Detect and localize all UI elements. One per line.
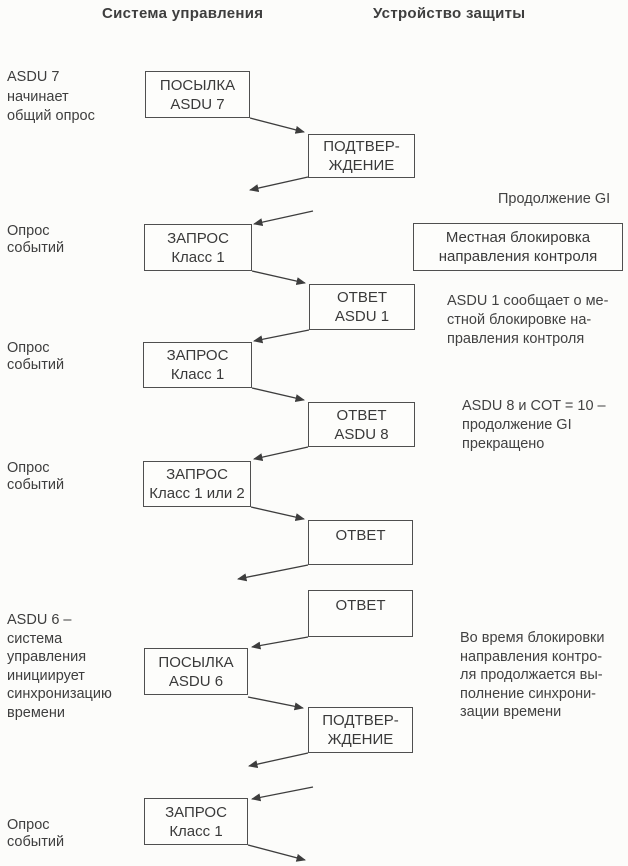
label-asdu7-starts-gi: ASDU 7 начинает общий опрос (7, 69, 95, 124)
column-header-control-system: Система управления (102, 5, 264, 22)
arrow-ack1-return (249, 176, 309, 193)
arrow-request-b-to-answer-asdu8 (251, 387, 305, 402)
box-request-class1-c: ЗАПРОС Класс 1 (144, 798, 248, 845)
box-request-class1-a: ЗАПРОС Класс 1 (144, 224, 252, 271)
arrow-answer-asdu8-to-request-class1or2 (253, 446, 309, 462)
annotation-asdu1-note: ASDU 1 сообщает о ме- стной блокировке н… (447, 293, 609, 347)
box-answer-1: ОТВЕТ (308, 520, 413, 565)
annotation-asdu8-note: ASDU 8 и COT = 10 – продолжение GI прекр… (462, 398, 606, 452)
arrow-ack2-return (248, 752, 309, 769)
label-event-poll-3: Опрос событий (7, 460, 65, 493)
label-event-poll-1: Опрос событий (7, 223, 65, 256)
annotation-gi-continuation: Продолжение GI (498, 191, 611, 207)
box-local-blocking: Местная блокировка направления контроля (413, 223, 623, 271)
arrow-in-to-request-a (253, 210, 314, 227)
arrow-answer-asdu1-to-request-b (253, 329, 310, 344)
arrow-answer2-to-send-asdu6 (251, 636, 309, 650)
box-confirmation-2: ПОДТВЕР- ЖДЕНИЕ (308, 707, 413, 753)
label-asdu6-time-sync: ASDU 6 – система управления инициирует с… (7, 612, 112, 721)
box-request-class1or2: ЗАПРОС Класс 1 или 2 (143, 461, 251, 507)
label-event-poll-4: Опрос событий (7, 817, 65, 850)
arrow-request-a-to-answer-asdu1 (251, 270, 306, 286)
arrow-send-asdu7-to-ack1 (249, 117, 305, 134)
arrow-send-asdu6-to-ack2 (247, 696, 304, 711)
box-answer-asdu1: ОТВЕТ ASDU 1 (309, 284, 415, 330)
box-answer-asdu8: ОТВЕТ ASDU 8 (308, 402, 415, 447)
box-request-class1-b: ЗАПРОС Класс 1 (143, 342, 252, 388)
arrow-request-class1or2-to-answer1 (250, 506, 305, 522)
box-send-asdu6: ПОСЫЛКА ASDU 6 (144, 648, 248, 695)
box-answer-2: ОТВЕТ (308, 590, 413, 637)
arrow-request-c-out (247, 844, 306, 862)
arrow-in-to-request-c (251, 786, 314, 802)
box-send-asdu7: ПОСЫЛКА ASDU 7 (145, 71, 250, 118)
column-header-protection-device: Устройство защиты (373, 5, 526, 22)
arrow-answer1-return (237, 564, 309, 582)
box-confirmation-1: ПОДТВЕР- ЖДЕНИЕ (308, 134, 415, 178)
annotation-time-sync-note: Во время блокировки направления контро- … (460, 630, 605, 720)
label-event-poll-2: Опрос событий (7, 340, 65, 373)
